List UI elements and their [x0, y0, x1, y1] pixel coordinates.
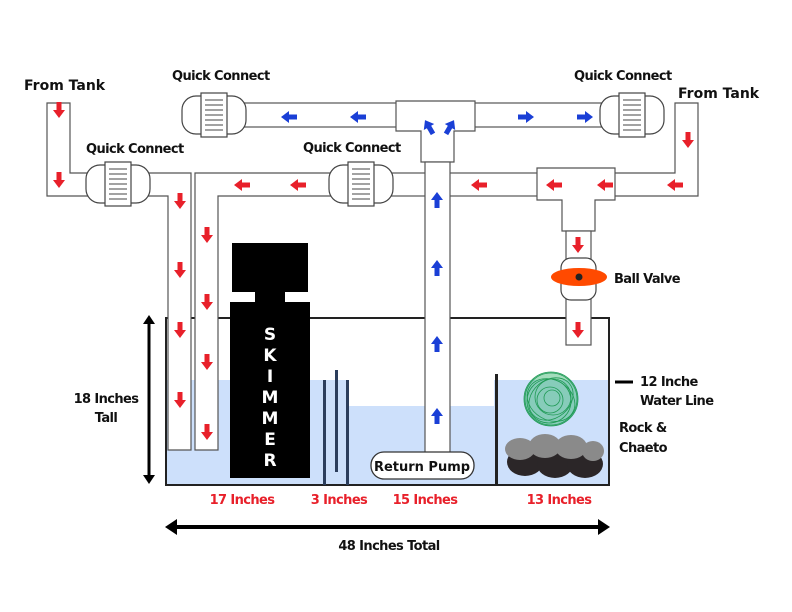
refugium-label-line1: Rock & [619, 421, 667, 436]
height-label-line1: 18 Inches [74, 392, 140, 407]
svg-text:R: R [263, 451, 276, 471]
height-dimension-arrow [143, 315, 155, 484]
svg-text:E: E [264, 430, 276, 450]
svg-text:K: K [263, 346, 277, 366]
quick-connect-middle [328, 161, 394, 207]
height-label-line2: Tall [95, 411, 118, 426]
water-line-label-line2: Water Line [640, 394, 714, 409]
quick-connect-top-left [181, 92, 247, 138]
tee-fitting-center [395, 100, 476, 163]
svg-text:S: S [264, 325, 276, 345]
svg-text:M: M [262, 388, 279, 408]
section-label-return: 15 Inches [393, 493, 459, 508]
water-line-label-line1: 12 Inche [640, 375, 698, 390]
quick-connect-middle-label: Quick Connect [303, 141, 401, 156]
drain-pipe-middle [389, 172, 541, 197]
skimmer-label: S K I M M E R [262, 325, 279, 471]
baffles [323, 370, 498, 485]
svg-text:I: I [267, 367, 273, 387]
skimmer [230, 243, 310, 478]
sump-tank [165, 317, 610, 486]
return-riser-pipe [424, 161, 451, 455]
drain-pipe-left [46, 102, 91, 197]
from-tank-right-label: From Tank [678, 86, 760, 102]
total-width-label: 48 Inches Total [338, 539, 439, 554]
return-arrow-split [423, 120, 456, 136]
return-pump [370, 451, 475, 480]
quick-connect-top-right [599, 92, 665, 138]
quick-connect-left [85, 161, 151, 207]
section-label-skimmer: 17 Inches [210, 493, 276, 508]
chaeto [523, 371, 579, 427]
drain-pipe-outer [144, 172, 192, 451]
section-label-baffle: 3 Inches [311, 493, 368, 508]
ball-valve-label: Ball Valve [614, 272, 681, 287]
from-tank-left-label: From Tank [24, 78, 106, 94]
svg-text:M: M [262, 409, 279, 429]
tee-fitting-right [536, 167, 616, 232]
quick-connect-left-label: Quick Connect [86, 142, 184, 157]
quick-connect-top-left-label: Quick Connect [172, 69, 270, 84]
refugium-label-line2: Chaeto [619, 441, 668, 456]
width-dimension-arrow [165, 519, 610, 535]
return-pump-label: Return Pump [374, 460, 470, 475]
rock-pile [505, 434, 604, 478]
quick-connect-top-right-label: Quick Connect [574, 69, 672, 84]
section-label-refugium: 13 Inches [527, 493, 593, 508]
